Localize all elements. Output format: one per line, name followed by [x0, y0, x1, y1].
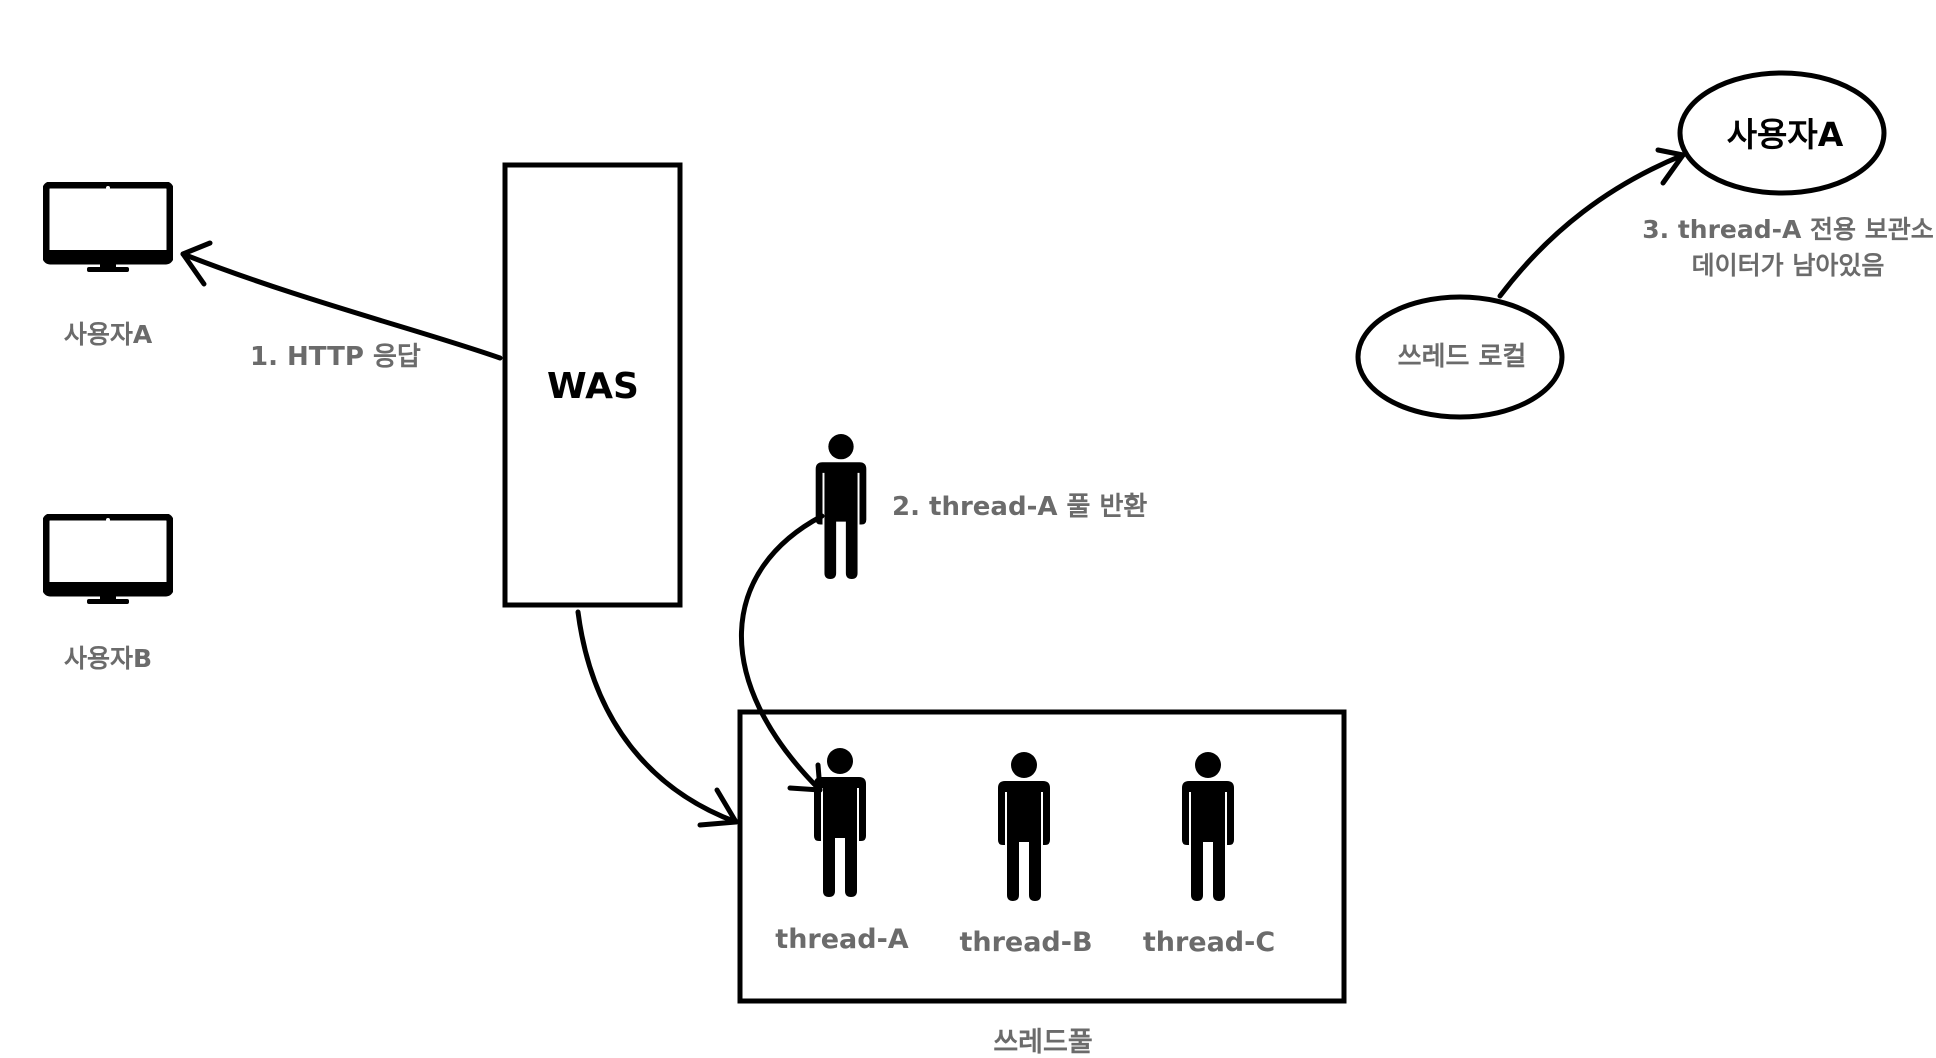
step3-line2: 데이터가 남아있음: [1691, 251, 1885, 280]
monitor-icon: [43, 185, 173, 272]
thread-local-label: 쓰레드 로컬: [1397, 342, 1527, 372]
returning-thread-person-icon: [815, 434, 867, 580]
stored-value-label: 사용자A: [1726, 115, 1844, 154]
client-a-label: 사용자A: [63, 320, 153, 349]
client-user-a: [43, 185, 173, 272]
monitor-icon: [43, 517, 173, 604]
thread-c-person-icon: [1182, 752, 1234, 901]
stored-value-ellipse: [1677, 70, 1887, 196]
step3-line1: 3. thread-A 전용 보관소: [1642, 215, 1934, 244]
thread-b-label: thread-B: [959, 927, 1093, 958]
thread-c-label: thread-C: [1142, 927, 1276, 958]
thread-a-person-icon: [814, 748, 866, 897]
thread-local-ellipse: [1355, 294, 1565, 420]
was-label: WAS: [547, 366, 639, 407]
arrow-thread-local-data: [1497, 147, 1686, 299]
thread-pool-label: 쓰레드풀: [993, 1027, 1093, 1058]
step1-label: 1. HTTP 응답: [250, 342, 421, 372]
thread-pool-box: [737, 709, 1347, 1004]
step3-note: 3. thread-A 전용 보관소 데이터가 남아있음: [1642, 212, 1934, 284]
thread-a-label: thread-A: [775, 924, 909, 955]
step2-label: 2. thread-A 풀 반환: [892, 492, 1148, 522]
thread-b-person-icon: [998, 752, 1050, 901]
was-box: [502, 162, 683, 608]
client-b-label: 사용자B: [63, 644, 153, 673]
arrow-http-response: [180, 240, 503, 361]
client-user-b: [43, 517, 173, 604]
arrow-was-to-pool: [575, 609, 739, 828]
arrow-thread-return: [739, 513, 825, 793]
